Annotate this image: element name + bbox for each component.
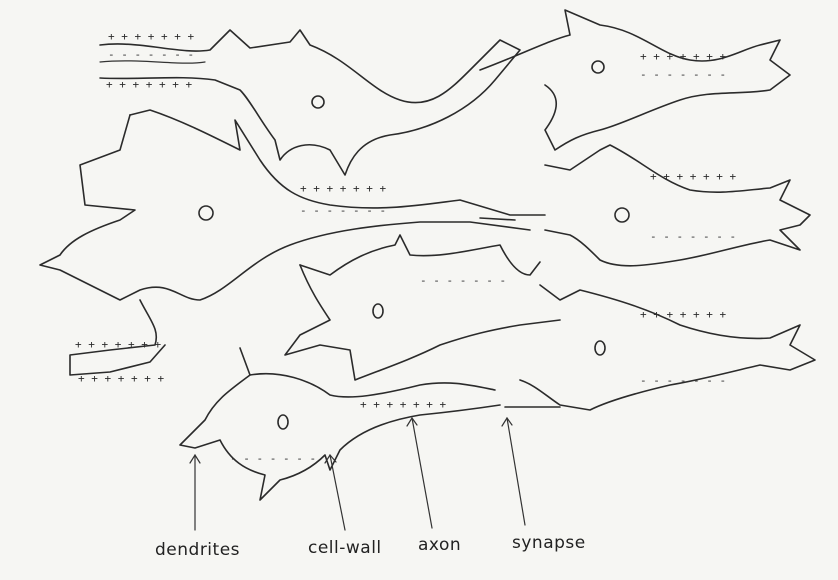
neuron-top-right (480, 10, 790, 150)
arrow-axon (412, 418, 432, 528)
charge-negative: - - - - - - - (300, 204, 386, 217)
charge-positive: + + + + + + + (640, 50, 726, 63)
label-synapse: synapse (512, 533, 586, 553)
charge-positive: + + + + + + + (106, 78, 192, 91)
charge-positive: + + + + + + + (78, 372, 164, 385)
charge-positive: + + + + + + + (640, 308, 726, 321)
neuron-center (285, 235, 560, 380)
charge-negative: - - - - - - - (420, 274, 506, 287)
charge-negative: - - - - - - - (640, 374, 726, 387)
label-axon: axon (418, 535, 461, 555)
label-cell-wall: cell-wall (308, 538, 382, 558)
diagram-labels: dendrites cell-wall axon synapse (155, 533, 586, 560)
charge-negative: - - - - - - - (108, 48, 194, 61)
neuron-middle-right (545, 145, 810, 266)
charge-positive: + + + + + + + (650, 170, 736, 183)
charge-positive: + + + + + + + (108, 30, 194, 43)
label-dendrites: dendrites (155, 540, 240, 560)
charge-positive: + + + + + + + (360, 398, 446, 411)
charge-negative: - - - - - - - (230, 452, 316, 465)
charge-negative: - - - - - - - (650, 230, 736, 243)
label-arrows (190, 418, 525, 530)
charge-positive: + + + + + + + (300, 182, 386, 195)
neuron-bottom-left (180, 348, 500, 500)
arrow-cell-wall (330, 455, 345, 530)
neuron-large-left (40, 110, 545, 375)
neuron-lower-right (520, 285, 815, 410)
arrow-synapse (507, 418, 525, 525)
charge-positive: + + + + + + + (75, 338, 161, 351)
charge-negative: - - - - - - - (640, 68, 726, 81)
